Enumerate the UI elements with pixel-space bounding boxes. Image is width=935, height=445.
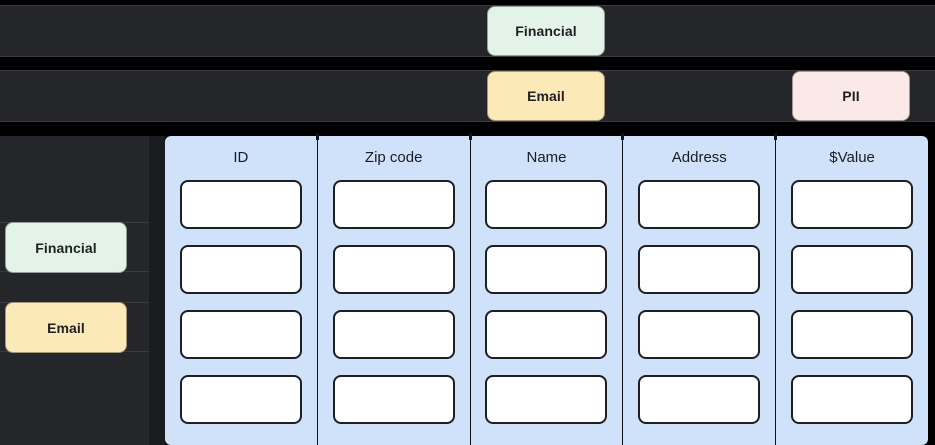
table-cell-input[interactable] (485, 180, 608, 229)
column-header: Address (671, 149, 727, 166)
table-column: Zip code (315, 133, 470, 445)
table-column: Address (621, 133, 776, 445)
table-cell-input[interactable] (638, 375, 761, 424)
table-cell-input[interactable] (332, 180, 455, 229)
tag-pii-row2[interactable]: PII (792, 71, 910, 121)
column-cells (318, 180, 470, 445)
column-header: Name (526, 149, 567, 166)
table-cell-input[interactable] (791, 180, 914, 229)
column-cells (776, 180, 928, 445)
column-divider-notch (468, 133, 472, 140)
table-cell-input[interactable] (179, 180, 302, 229)
column-divider-notch (621, 133, 625, 140)
tag-row-financial (0, 6, 935, 56)
column-divider-notch (774, 133, 778, 140)
table-cell-input[interactable] (332, 375, 455, 424)
row-divider (0, 5, 935, 6)
table-cell-input[interactable] (791, 310, 914, 359)
column-header: Zip code (364, 149, 423, 166)
table-cell-input[interactable] (179, 375, 302, 424)
column-cells (165, 180, 317, 445)
table-cell-input[interactable] (791, 245, 914, 294)
table-cell-input[interactable] (179, 310, 302, 359)
table-cell-input[interactable] (485, 245, 608, 294)
column-cells (623, 180, 775, 445)
table-cell-input[interactable] (638, 180, 761, 229)
sidebar-panel (0, 136, 149, 445)
table-cell-input[interactable] (638, 310, 761, 359)
table-cell-input[interactable] (332, 245, 455, 294)
column-cells (471, 180, 623, 445)
row-divider (0, 56, 935, 57)
column-header: $Value (829, 149, 875, 166)
tag-financial-row1[interactable]: Financial (487, 6, 605, 56)
table-cell-input[interactable] (791, 375, 914, 424)
table-column: ID (165, 136, 317, 445)
data-table: ID Zip code Name Address $Value (165, 133, 928, 445)
table-column: $Value (774, 133, 928, 445)
tag-email-row2[interactable]: Email (487, 71, 605, 121)
column-header: ID (233, 149, 249, 166)
row-divider (0, 121, 935, 122)
table-column: Name (468, 133, 623, 445)
sidebar-gutter (149, 136, 165, 445)
tag-row-email-pii (0, 71, 935, 121)
table-cell-input[interactable] (485, 310, 608, 359)
table-cell-input[interactable] (485, 375, 608, 424)
sidebar-item-financial[interactable]: Financial (5, 222, 127, 273)
table-cell-input[interactable] (638, 245, 761, 294)
row-divider (0, 70, 935, 71)
sidebar-item-email[interactable]: Email (5, 302, 127, 353)
table-cell-input[interactable] (332, 310, 455, 359)
table-cell-input[interactable] (179, 245, 302, 294)
column-divider-notch (315, 133, 319, 140)
